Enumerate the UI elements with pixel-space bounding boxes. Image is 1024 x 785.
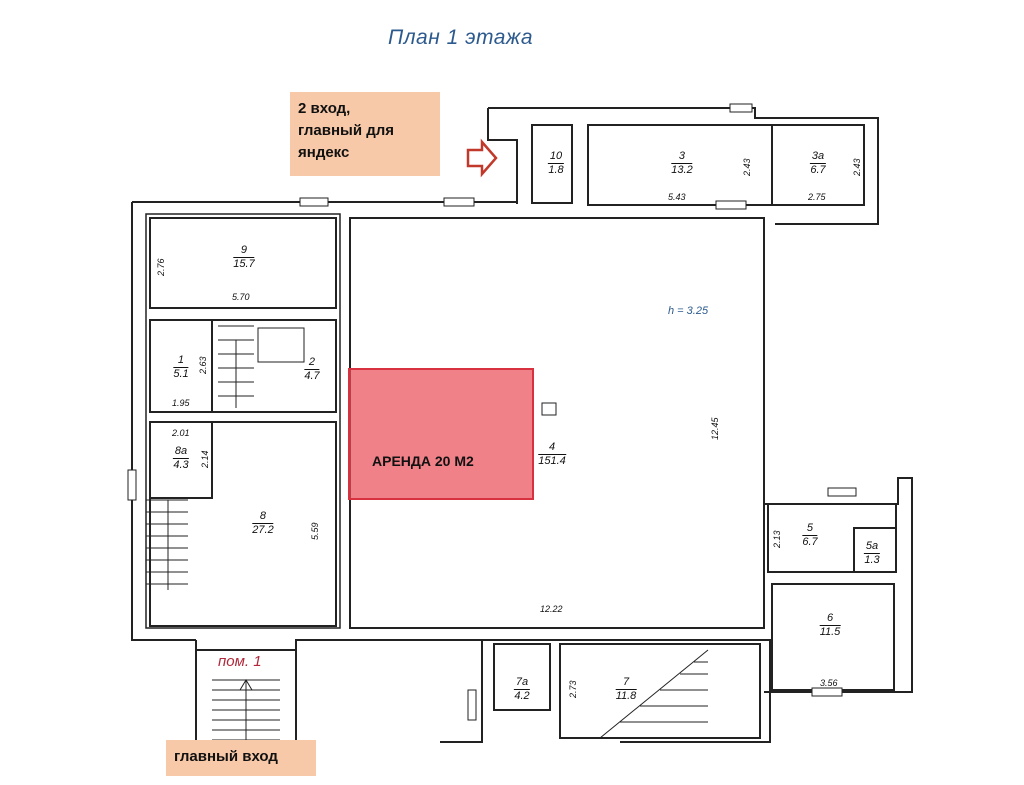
dim-1-95: 1.95 — [172, 398, 190, 408]
arrow-entrance-2 — [466, 138, 498, 178]
dim-5-59: 5.59 — [310, 522, 320, 540]
dim-2-73: 2.73 — [568, 680, 578, 698]
dim-2-75: 2.75 — [808, 192, 826, 202]
wall-room-1-2 — [149, 319, 337, 413]
entrance-2-note: 2 вход, главный для яндекс — [290, 92, 440, 176]
dim-2-13: 2.13 — [772, 530, 782, 548]
stairs-entrance — [212, 679, 280, 741]
wall-bottom-annex — [195, 639, 771, 743]
windows — [127, 103, 857, 721]
dim-2-01: 2.01 — [172, 428, 190, 438]
dim-2-43-a: 2.43 — [742, 158, 752, 176]
wall-room-9 — [149, 217, 337, 309]
entrance-2-line2: главный для — [298, 122, 395, 139]
stairs-room-2 — [218, 325, 305, 408]
wall-room-10 — [531, 124, 573, 204]
premise-label: пом. 1 — [218, 653, 262, 670]
plan-title: План 1 этажа — [388, 26, 534, 49]
wall-top-annex-left — [487, 108, 518, 204]
dim-2-14: 2.14 — [200, 450, 210, 468]
dim-3-56: 3.56 — [820, 678, 838, 688]
rent-area-highlight — [348, 368, 534, 500]
wall-room-5a — [853, 527, 897, 573]
rent-area-label: АРЕНДА 20 М2 — [372, 453, 474, 469]
wall-room-7 — [559, 643, 761, 739]
dim-12-22: 12.22 — [540, 604, 563, 614]
entrance-2-line3: яндекс — [298, 144, 350, 161]
wall-left-inner — [145, 213, 341, 629]
ceiling-height: h = 3.25 — [668, 305, 709, 317]
dim-5-43: 5.43 — [668, 192, 686, 202]
entrance-2-line1: 2 вход, — [298, 100, 351, 117]
dim-5-70: 5.70 — [232, 292, 250, 302]
dim-12-45: 12.45 — [710, 417, 720, 440]
wall-top-annex — [488, 107, 879, 225]
stairs-room-7 — [599, 649, 709, 739]
stairs-left — [146, 499, 188, 590]
dim-2-76: 2.76 — [156, 258, 166, 276]
column — [541, 402, 557, 416]
main-entrance-note: главный вход — [166, 740, 316, 776]
dim-2-43-b: 2.43 — [852, 158, 862, 176]
wall-room-3a — [771, 124, 865, 206]
dim-2-63: 2.63 — [198, 356, 208, 374]
wall-room-7a — [493, 643, 551, 711]
